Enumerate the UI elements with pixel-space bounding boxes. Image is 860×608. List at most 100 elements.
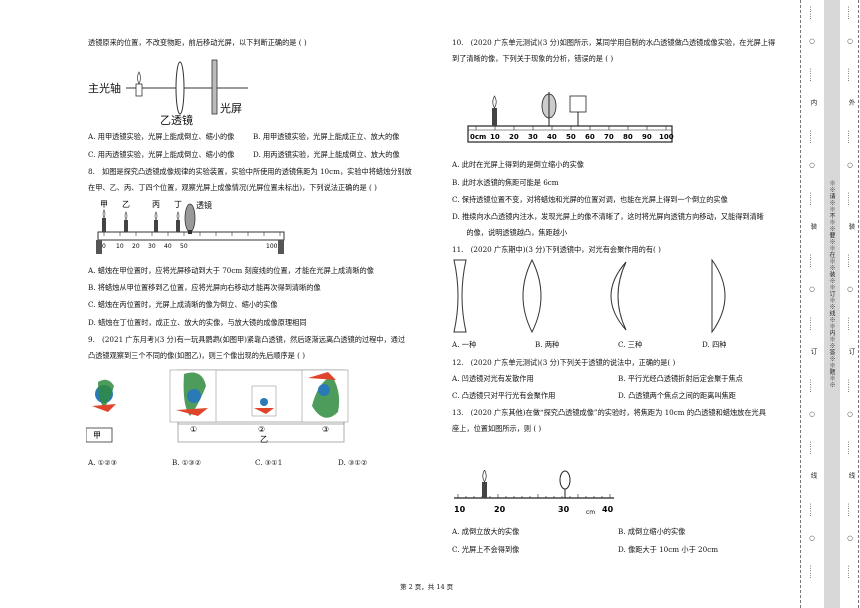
lens-label: 乙透镜 (160, 113, 193, 127)
lens-screen-figure: 主光轴 乙透镜 光屏 (88, 58, 258, 132)
sidebar-inner-mark: …… (808, 254, 816, 269)
sidebar-inner-mark: ○ (808, 37, 816, 46)
sidebar-outer-mark: …… (846, 6, 854, 20)
sidebar-inner-mark: …… (808, 440, 816, 455)
q8-option-c: C. 蜡烛在丙位置时，光屏上成清晰的像为倒立、缩小的实像 (88, 300, 278, 309)
sidebar-inner-mark: ○ (808, 285, 816, 294)
sidebar-outer-mark: ○ (846, 37, 854, 46)
tick: 40 (602, 505, 614, 514)
sidebar-inner-mark: …… (808, 502, 816, 517)
no-answer-warning: ※※请※※不※※要※※在※※装※※订※※线※※内※※答※※题※※ (828, 180, 835, 388)
sidebar-outer-mark: …… (846, 502, 854, 517)
tick: 10 (454, 505, 466, 514)
pos-jia: 甲 (100, 200, 108, 209)
sidebar-outer-mark: ○ (846, 409, 854, 419)
q11-stem: 11. (2020 广东期中)(3 分)下列透镜中，对光有会聚作用的有( ) (452, 245, 661, 254)
tick: 90 (642, 133, 652, 141)
sidebar-outer-mark: 装 (847, 223, 855, 231)
q8-option-a: A. 蜡烛在甲位置时，应将光屏移动到大于 70cm 刻度线的位置，才能在光屏上成… (88, 266, 374, 275)
water-lens-bench-figure: 0cm 10 20 30 40 50 60 70 80 90 100 (466, 92, 676, 156)
sidebar-outer-mark: ○ (846, 285, 854, 294)
sidebar-outer-mark: 线 (847, 471, 855, 479)
sidebar-inner-rail: ……○……内……○……装……○……订……○……线……○…… (804, 0, 820, 608)
lens-shapes-figure (450, 258, 740, 338)
q10-option-d-cont: 的像，说明透镜越凸，焦距越小 (452, 228, 568, 237)
sidebar-outer-mark: ○ (846, 533, 854, 543)
q13-option-a: A. 成倒立放大的实像 (452, 527, 520, 536)
q7-option-c: C. 用丙透镜实验，光屏上能成倒立、缩小的像 (88, 150, 235, 159)
label-1: ① (190, 425, 197, 434)
sidebar-inner-mark: 线 (809, 471, 817, 479)
sidebar-outer-mark: 订 (847, 347, 855, 355)
q10-option-c: C. 保持透镜位置不变，对将蜡烛和光屏的位置对调，也能在光屏上得到一个倒立的实像 (452, 195, 728, 204)
tick: 20 (509, 133, 519, 141)
sidebar-inner-mark: 内 (809, 99, 817, 107)
q11-option-b: B. 两种 (535, 340, 560, 349)
q11-option-a: A. 一种 (452, 340, 477, 349)
q9-stem-1: 9. (2021 广东月考)(3 分)有一玩具鹦鹉(如图甲)紧靠凸透镜，然后逐渐… (88, 335, 406, 344)
tick: 40 (164, 243, 172, 250)
pos-ding: 丁 (174, 200, 182, 209)
optical-bench-figure: 甲 乙 丙 丁 透镜 0 10 20 30 40 50 100 (90, 196, 290, 264)
principal-axis-label: 主光轴 (88, 81, 121, 95)
tick: 0cm (470, 133, 486, 141)
tick: 10 (490, 133, 500, 141)
sidebar-outer-mark: …… (846, 316, 854, 331)
q10-option-a: A. 此时在光屏上得到的是倒立缩小的实像 (452, 160, 584, 169)
sidebar-outer-mark: 外 (847, 99, 855, 107)
page-footer: 第 2 页，共 14 页 (400, 583, 454, 591)
unit-label: cm (586, 509, 595, 516)
q13-option-d: D. 像距大于 10cm 小于 20cm (618, 545, 719, 554)
tick: 30 (528, 133, 538, 141)
sidebar-outer-mark: …… (846, 564, 854, 579)
sidebar-outer-rail: ……○……外……○……装……○……订……○……线……○…… (842, 0, 858, 608)
q9-stem-2: 凸透镜观察到三个不同的像(如图乙)，则三个像出现的先后顺序是 ( ) (88, 351, 306, 360)
q7-intro: 透镜原来的位置，不改变物距，前后移动光屏，以下判断正确的是 ( ) (88, 38, 307, 47)
sidebar-outer-mark: …… (846, 68, 854, 83)
sidebar-outer-mark: …… (846, 130, 854, 145)
q8-option-d: D. 蜡烛在丁位置时，成正立、放大的实像，与放大镜的成像原理相同 (88, 318, 307, 327)
tick: 50 (566, 133, 576, 141)
tick: 100 (266, 243, 278, 250)
sidebar-outer-mark: …… (846, 440, 854, 455)
sidebar-outer-mark: …… (846, 254, 854, 269)
screen-label: 光屏 (220, 101, 242, 115)
q13-stem-1: 13. (2020 广东其他)在做“探究凸透镜成像”的实验时，将焦距为 10cm… (452, 408, 766, 417)
sidebar-inner-mark: ○ (808, 533, 816, 543)
label-jia: 甲 (93, 431, 101, 440)
q10-stem-1: 10. (2020 广东单元测试)(3 分)如图所示，某同学用自制的水凸透镜做凸… (452, 38, 776, 47)
label-yi: 乙 (260, 435, 268, 444)
sidebar-warning-band: ※※请※※不※※要※※在※※装※※订※※线※※内※※答※※题※※ (824, 0, 840, 608)
sidebar-inner-mark: …… (808, 6, 816, 20)
sidebar-inner-mark: …… (808, 564, 816, 579)
tick: 100 (659, 133, 674, 141)
q8-option-b: B. 将蜡烛从甲位置移到乙位置，应将光屏向右移动才能再次得到清晰的像 (88, 283, 321, 292)
tick: 30 (148, 243, 156, 250)
q13-option-b: B. 成倒立缩小的实像 (618, 527, 686, 536)
q12-option-a: A. 凹透镜对光有发散作用 (452, 374, 534, 383)
q10-stem-2: 到了清晰的像，下列关于现象的分析，错误的是 ( ) (452, 54, 614, 63)
tick: 60 (585, 133, 595, 141)
q9-option-b: B. ①③② (172, 458, 202, 467)
parrot-images-figure: 甲 ① ② ③ 乙 (85, 366, 356, 454)
q12-stem: 12. (2020 广东单元测试)(3 分)下列关于透镜的说法中，正确的是( ) (452, 358, 676, 367)
sidebar-inner-mark: …… (808, 68, 816, 83)
q9-option-d: D. ③①② (338, 458, 368, 467)
tick: 80 (623, 133, 633, 141)
sidebar-outer-mark: …… (846, 192, 854, 207)
tick: 20 (132, 243, 140, 250)
q12-option-c: C. 凸透镜只对平行光有会聚作用 (452, 391, 556, 400)
q10-option-d: D. 推续向水凸透镜内注水，发现光屏上的像不清晰了，这时将光屏向透镜方向移动，又… (452, 212, 764, 221)
q11-option-c: C. 三种 (618, 340, 643, 349)
q8-stem-2: 在甲、乙、丙、丁四个位置，观察光屏上成像情况(光屏位置未标出)，下列说法正确的是… (88, 183, 377, 192)
q9-option-c: C. ③①1 (255, 458, 283, 467)
q13-bench-figure: 10 20 30 cm 40 (452, 469, 622, 526)
q12-option-d: D. 凸透镜两个焦点之间的距离叫焦距 (618, 391, 736, 400)
sidebar-inner-mark: 订 (809, 347, 817, 355)
binding-line-outer (858, 0, 859, 608)
sidebar-inner-mark: ○ (808, 409, 816, 419)
binding-line-inner (800, 0, 801, 608)
tick: 0 (102, 243, 106, 250)
q9-option-a: A. ①②③ (88, 458, 118, 467)
label-3: ③ (322, 425, 329, 434)
